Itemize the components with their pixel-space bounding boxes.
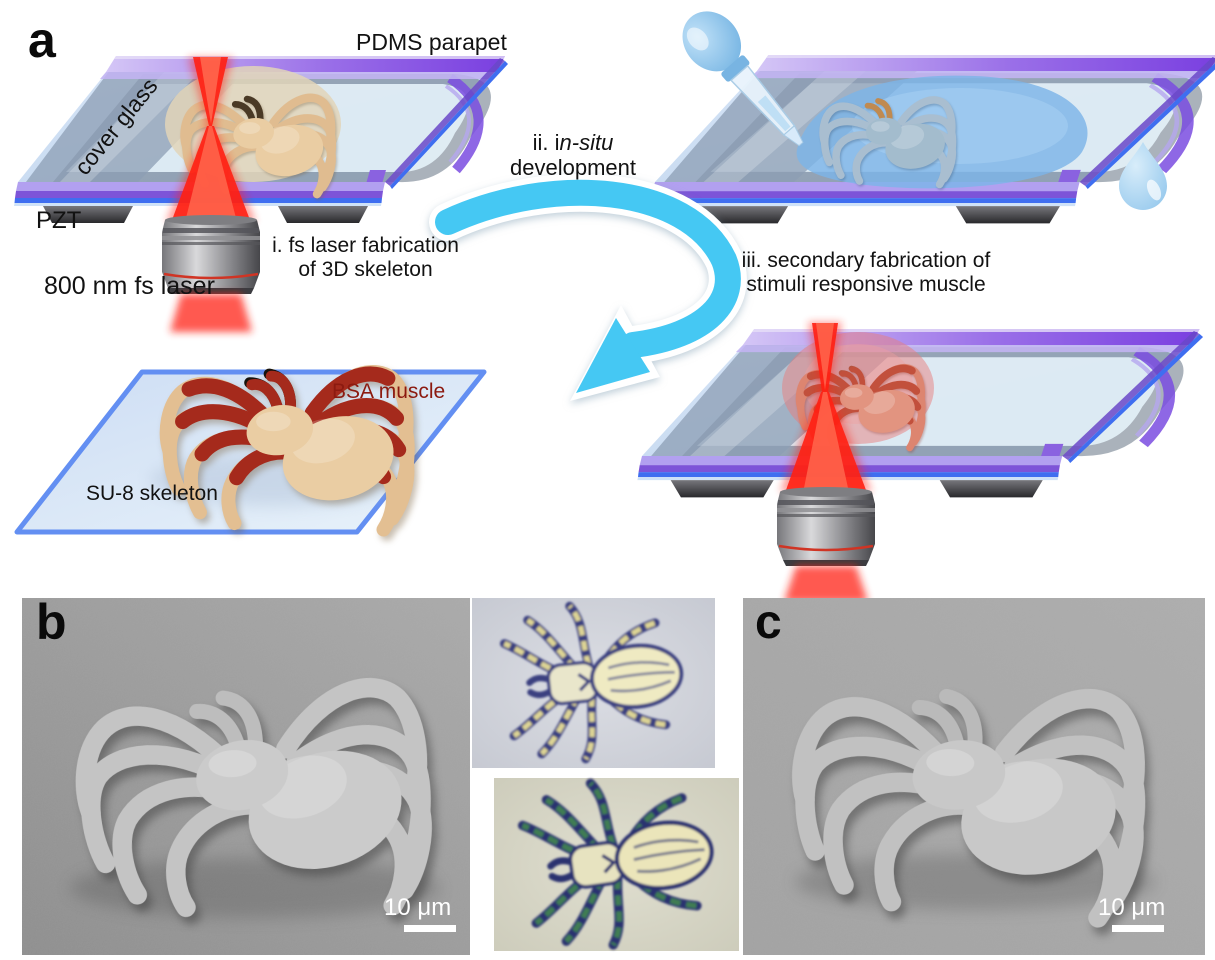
step-i-line1: i. fs laser fabrication [272,234,459,257]
sem-spider-shadow [70,858,440,918]
laser-glow [170,294,252,332]
su8-skeleton-label: SU-8 skeleton [86,482,218,505]
step-iii-line1: iii. secondary fabrication of [741,249,991,272]
panel-a-schematic [14,0,1215,602]
stage-secondary-fabrication [637,322,1203,602]
panel-b-label: b [36,594,67,650]
scale-label-b: 10 μm [384,894,452,921]
droplet-highlight [1146,179,1162,201]
step-i-line2: of 3D skeleton [298,257,433,281]
step-ii-label: ii. in-situ development [494,130,652,180]
scale-bar-c [1112,925,1164,932]
laser-beam-bottom [780,322,872,492]
step-ii-italic: n-situ [559,130,614,155]
panel-c-sem [743,598,1205,955]
step-ii-line2: development [510,154,636,180]
finished-microspider-platform [14,372,487,532]
panel-a-label: a [28,12,56,68]
panel-b-sem [22,598,470,955]
pdms-parapet-label: PDMS parapet [356,29,507,55]
step-i-label: i. fs laser fabrication of 3D skeleton [248,234,483,281]
stage-development [650,0,1215,223]
optical-inset-bottom [494,768,739,955]
step-iii-label: iii. secondary fabrication of stimuli re… [716,249,1016,296]
process-flow-arrow [429,173,747,401]
laser-beam-top [166,57,256,222]
step-ii-line1: ii. in-situ [494,130,652,156]
stage-fs-laser-writing [14,56,508,332]
bsa-muscle-label: BSA muscle [332,380,446,403]
objective-lens-bottom [160,213,262,332]
laser-source-label: 800 nm fs laser [44,272,215,300]
scale-bar-b [404,925,456,932]
step-iii-line2: stimuli responsive muscle [746,272,986,296]
optical-inset-top [472,595,715,768]
step-ii-prefix: ii. i [532,130,560,155]
pzt-label: PZT [36,207,82,234]
panel-c-label: c [755,596,782,649]
laser-glow [784,566,868,602]
objective-lens-below [775,485,877,602]
scale-label-c: 10 μm [1098,894,1166,921]
